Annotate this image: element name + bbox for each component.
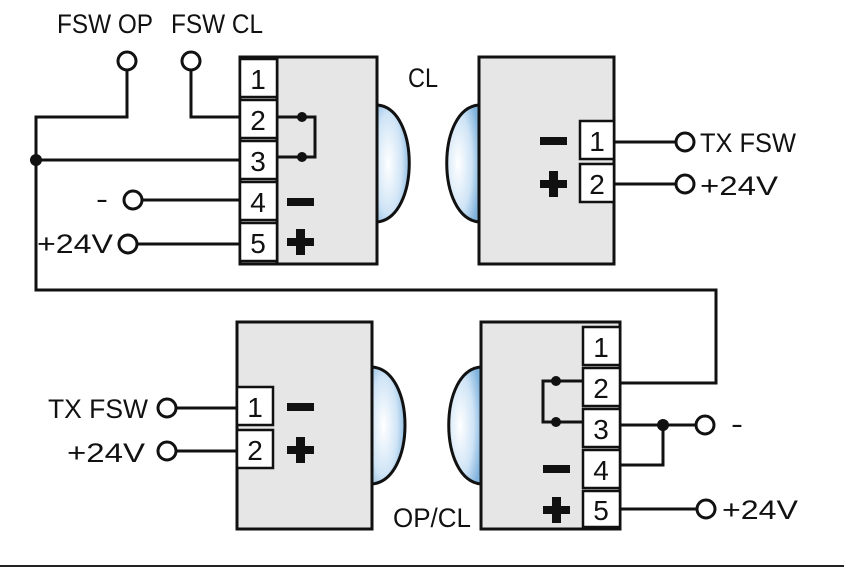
terminal-3: 3: [250, 146, 266, 177]
receiver-opcl-device: 1 2 3 4 5: [447, 320, 622, 531]
lens-rx-opcl: [447, 365, 483, 486]
label-minus: -: [96, 184, 108, 214]
transmitter-bottom-device: 1 2: [235, 320, 407, 531]
label-plus24: +24V: [722, 495, 798, 525]
jumper-2-3: [541, 379, 583, 424]
transmitter-top-housing: [477, 55, 616, 266]
plus24-node: [695, 498, 717, 520]
tx-fsw-node: [156, 397, 178, 419]
plus24-node: [156, 440, 178, 462]
minus-node: [694, 414, 716, 436]
plus-sign: [287, 229, 314, 255]
terminal-nodes: [116, 50, 717, 520]
terminal-block-rx-cl: 1 2 3 4 5: [238, 57, 279, 263]
terminal-1: 1: [250, 64, 266, 95]
terminal-2: 2: [250, 105, 266, 136]
terminal-5: 5: [250, 228, 266, 259]
terminal-1: 1: [593, 332, 609, 363]
fsw-op-node: [116, 50, 138, 72]
label-op-cl: OP/CL: [393, 503, 471, 533]
junction-dot: [30, 154, 42, 166]
label-fsw-cl: FSW CL: [171, 9, 263, 39]
terminal-2: 2: [589, 169, 605, 200]
minus-sign: [287, 403, 314, 411]
lens-rx-cl: [375, 103, 411, 224]
label-plus24: +24V: [67, 438, 145, 468]
plus24-node: [674, 173, 696, 195]
plus24-node: [117, 233, 139, 255]
label-fsw-op: FSW OP: [57, 9, 153, 39]
plus-sign: [543, 497, 570, 523]
terminal-3: 3: [593, 414, 609, 445]
fsw-cl-node: [180, 50, 202, 72]
label-plus24: +24V: [700, 171, 778, 201]
label-cl: CL: [408, 63, 438, 93]
tx-fsw-node: [674, 131, 696, 153]
transmitter-top-device: 1 2: [445, 55, 616, 266]
minus-node: [122, 189, 144, 211]
jumper-2-3: [277, 115, 317, 159]
terminal-4: 4: [593, 455, 609, 486]
plus-sign: [287, 437, 314, 463]
terminal-5: 5: [593, 495, 609, 526]
label-tx-fsw: TX FSW: [48, 394, 148, 424]
terminal-1: 1: [589, 126, 605, 157]
label-minus: -: [731, 409, 743, 439]
terminal-2: 2: [247, 435, 263, 466]
minus-sign: [287, 198, 314, 206]
lens-tx-top: [445, 103, 481, 224]
label-tx-fsw: TX FSW: [700, 128, 796, 158]
minus-sign: [543, 465, 570, 473]
terminal-2: 2: [593, 373, 609, 404]
terminal-4: 4: [250, 187, 266, 218]
receiver-cl-device: 1 2 3 4 5: [238, 55, 411, 266]
junction-dot: [657, 419, 669, 431]
labels: FSW OP FSW CL CL - +24V TX FSW +24V TX F…: [37, 9, 798, 533]
terminal-1: 1: [247, 392, 263, 423]
wires: [30, 70, 718, 511]
plus-sign: [540, 171, 567, 197]
minus-sign: [540, 137, 567, 145]
lens-tx-bottom: [370, 365, 407, 486]
label-plus24: +24V: [37, 229, 113, 259]
